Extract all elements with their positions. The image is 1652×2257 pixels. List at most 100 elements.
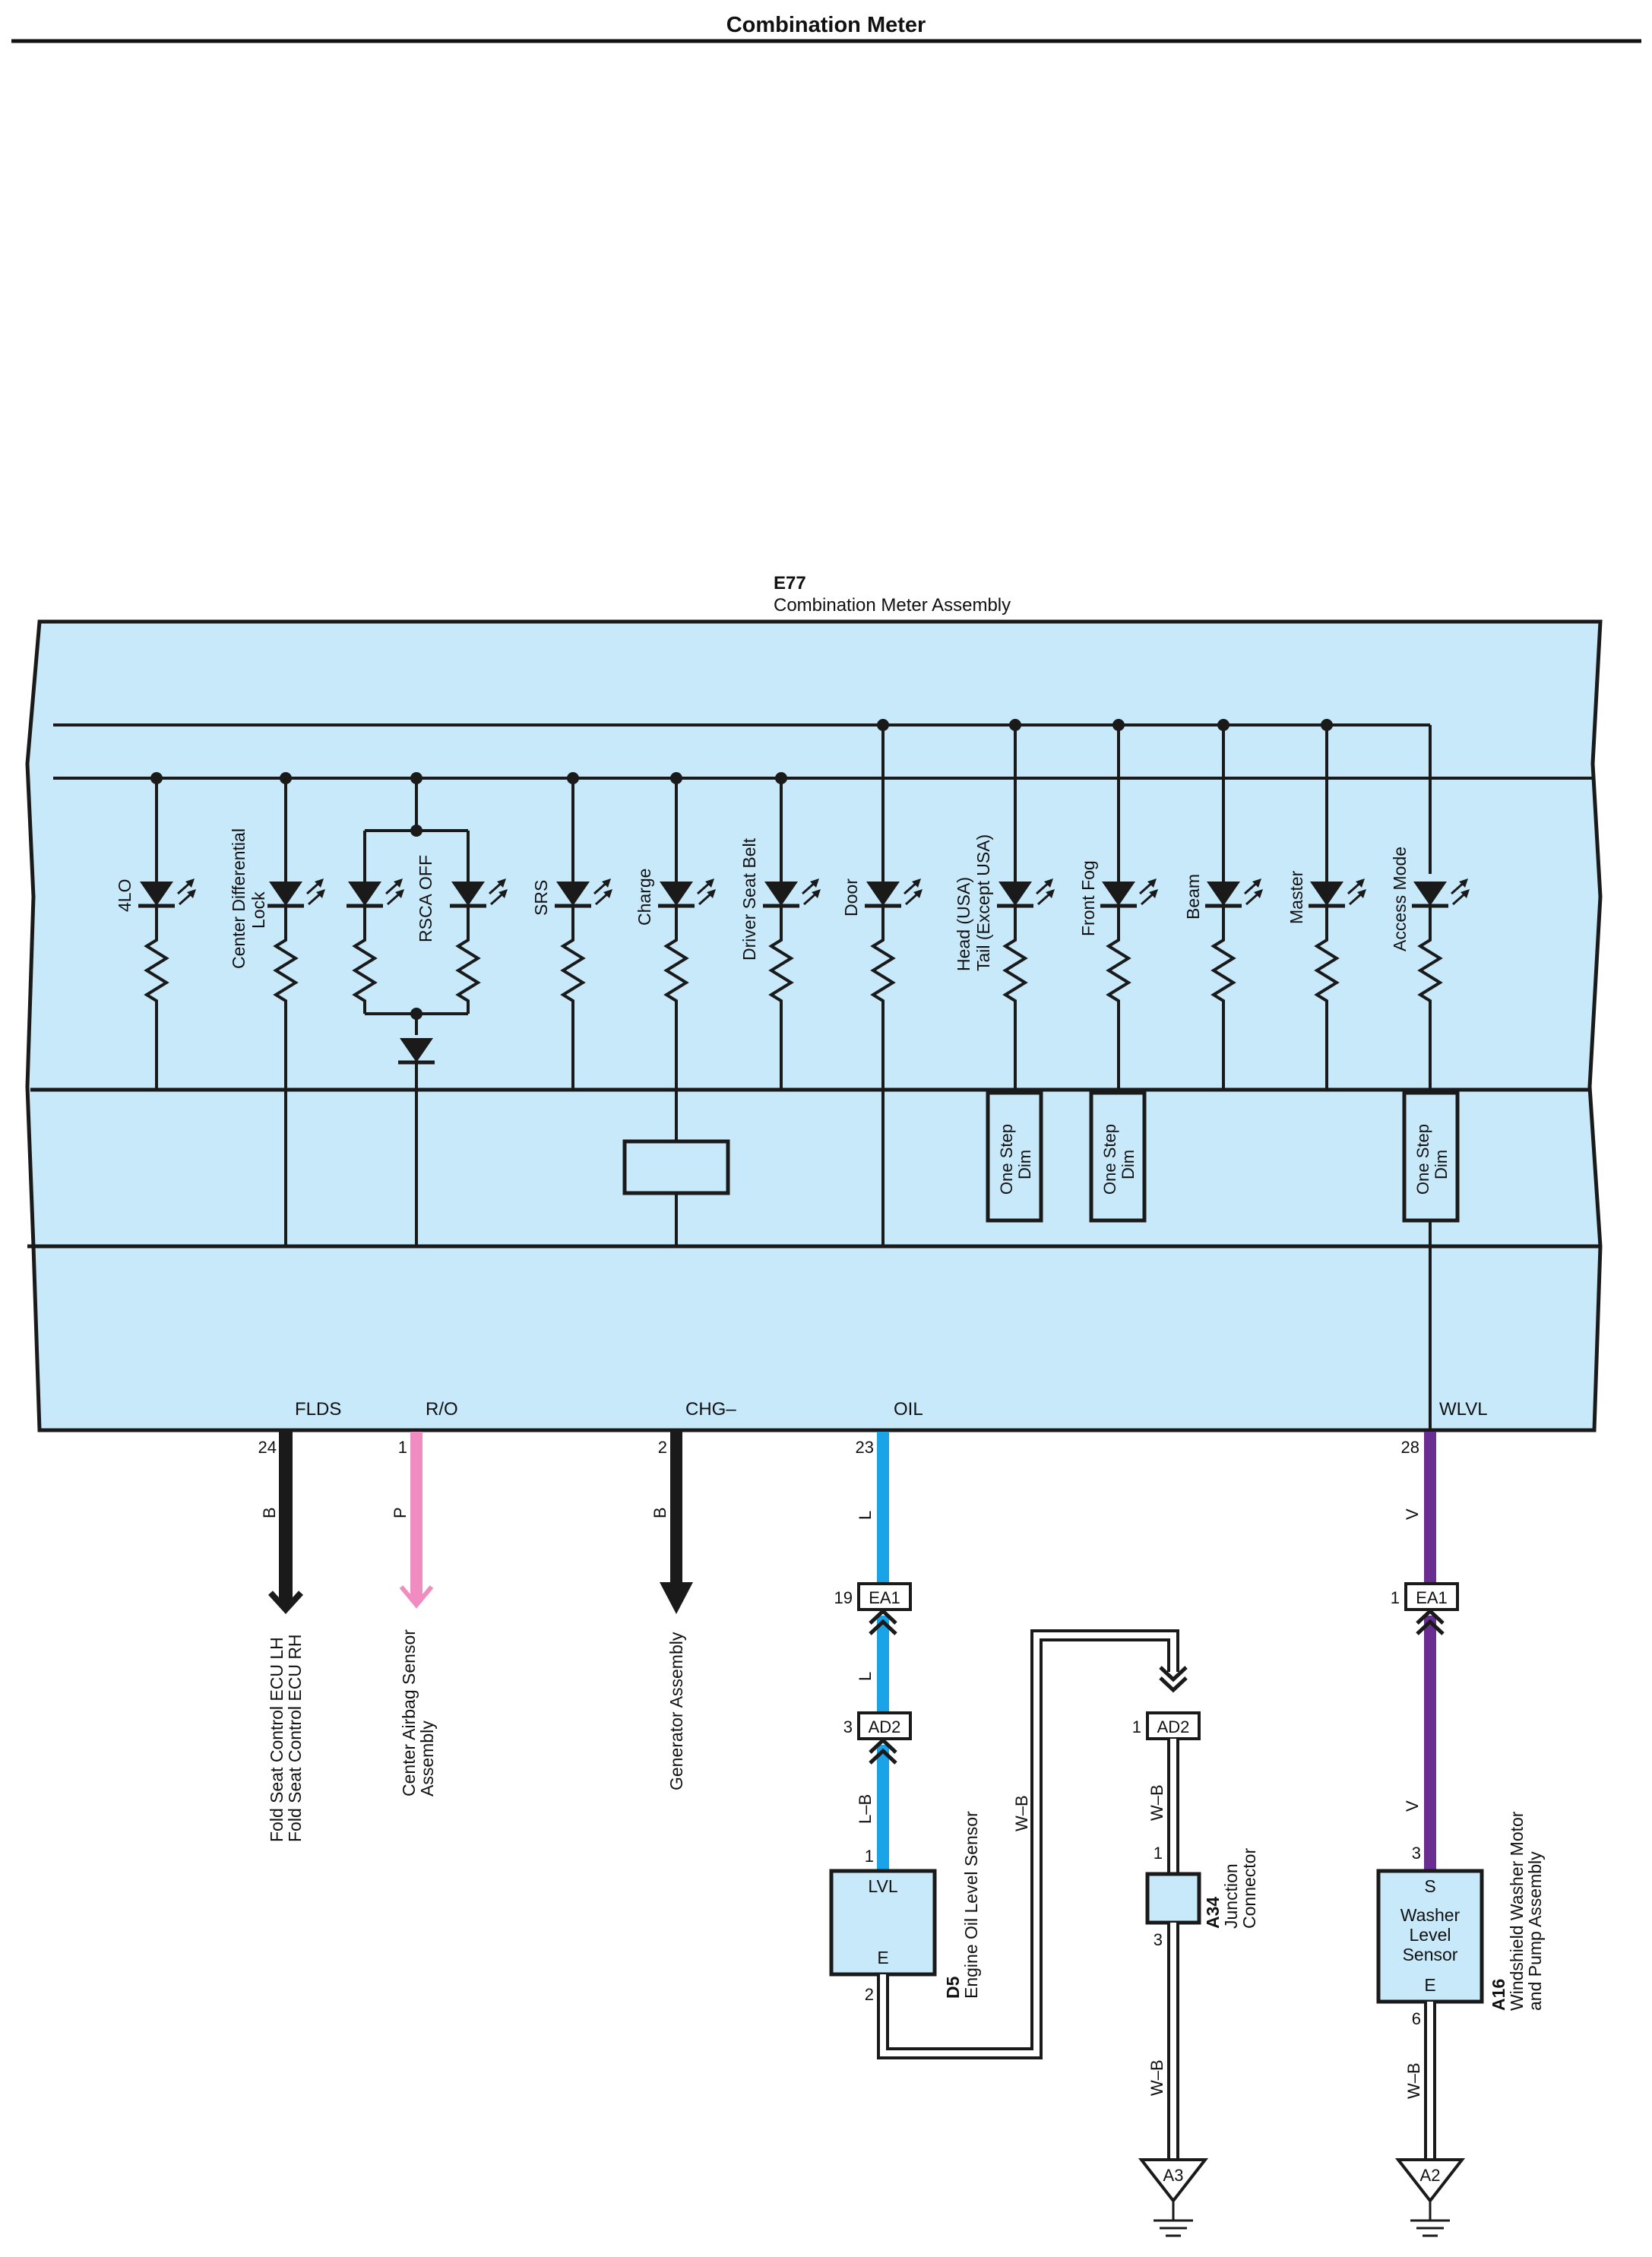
pin-ro: 1 [398, 1438, 407, 1457]
indicator-front-fog: Front Fog [1078, 719, 1158, 1090]
a16-term-e: E [1424, 1975, 1435, 1995]
meter-panel [25, 619, 1603, 1432]
label-seatbelt: Driver Seat Belt [739, 837, 759, 961]
wire-color-wb-3: W–B [1147, 2059, 1166, 2096]
wire-color-oil: L [856, 1511, 875, 1520]
svg-text:Dim: Dim [1015, 1150, 1034, 1179]
a34-name-2: Connector [1239, 1848, 1259, 1929]
svg-text:Level: Level [1410, 1925, 1451, 1945]
d5-term-lvl: LVL [868, 1876, 897, 1896]
wire-color-oil-2: L [856, 1672, 875, 1681]
label-center-diff-2: Lock [248, 891, 268, 929]
meter-name: Combination Meter Assembly [774, 595, 1011, 616]
label-beam: Beam [1183, 874, 1203, 920]
sensor-a16: S Washer Level Sensor E 6 A16 Windshield… [1376, 1811, 1545, 2164]
wire-color-wb-2: W–B [1147, 1784, 1166, 1821]
label-access-mode: Access Mode [1390, 847, 1410, 951]
sensor-d5: LVL E 2 D5 Engine Oil Level Sensor [829, 1811, 981, 2004]
dest-generator: Generator Assembly [666, 1632, 686, 1790]
wire-wb-loop: W–B [877, 1629, 1186, 2059]
svg-text:EA1: EA1 [869, 1588, 900, 1607]
indicator-4lo: 4LO [115, 772, 196, 1090]
a34-pin-top: 1 [1154, 1844, 1163, 1863]
indicator-access-mode: Access Mode [1390, 847, 1470, 1094]
meter-id: E77 [774, 573, 806, 594]
wire-color-wb-4: W–B [1404, 2062, 1423, 2099]
dim-box-fog: One Step Dim [1089, 1091, 1147, 1223]
connector-ea1-wlvl [1404, 1582, 1459, 1611]
svg-text:1: 1 [865, 1847, 874, 1866]
svg-text:Sensor: Sensor [1403, 1945, 1458, 1964]
label-tail-except-usa: Tail (Except USA) [973, 834, 993, 971]
svg-text:AD2: AD2 [869, 1717, 901, 1736]
a16-id: A16 [1489, 1979, 1508, 2011]
svg-text:Washer: Washer [1400, 1905, 1461, 1925]
terminal-flds: FLDS [295, 1399, 341, 1420]
indicator-rsca-off: RSCA OFF [347, 772, 508, 1246]
label-rsca-off: RSCA OFF [416, 855, 435, 942]
wire-color-wlvl-2: V [1403, 1800, 1422, 1812]
charge-relay-box [622, 1139, 730, 1195]
svg-text:One Step: One Step [1413, 1124, 1432, 1195]
a34-name-1: Junction [1221, 1863, 1241, 1929]
svg-text:EA1: EA1 [1416, 1588, 1448, 1607]
a34-id: A34 [1203, 1897, 1223, 1929]
wire-wlvl: V EA1 1 V 3 [1391, 1432, 1459, 1871]
label-master: Master [1286, 870, 1306, 924]
a16-name-1: Windshield Washer Motor [1507, 1811, 1527, 2011]
label-front-fog: Front Fog [1078, 860, 1098, 936]
label-head-usa: Head (USA) [954, 877, 973, 971]
ground-a3: A3 [1138, 2158, 1209, 2237]
pin-ad2-oil: 3 [843, 1717, 853, 1736]
pin-flds: 24 [258, 1438, 277, 1457]
indicator-charge: Charge [622, 772, 730, 1246]
indicator-master: Master [1286, 719, 1366, 1090]
svg-text:One Step: One Step [997, 1124, 1016, 1195]
pin-oil: 23 [856, 1438, 874, 1457]
dest-airbag-1: Center Airbag Sensor [399, 1629, 419, 1796]
indicator-head-tail: Head (USA) Tail (Except USA) [954, 719, 1055, 1090]
wire-color-wlvl: V [1403, 1508, 1422, 1520]
a34-pin-bottom: 3 [1154, 1930, 1163, 1949]
dim-box-head: One Step Dim [986, 1091, 1043, 1223]
pin-wlvl: 28 [1401, 1438, 1419, 1457]
pin-ea1-oil: 19 [834, 1588, 853, 1607]
page-title: Combination Meter [726, 13, 926, 37]
svg-text:Dim: Dim [1119, 1150, 1138, 1179]
d5-name: Engine Oil Level Sensor [961, 1811, 981, 1999]
a16-pin-top: 3 [1412, 1844, 1421, 1863]
pin-ea1-wlvl: 1 [1391, 1588, 1400, 1607]
connector-ad2-right [1146, 1711, 1201, 1740]
label-door: Door [841, 878, 861, 916]
dim-box-access: One Step Dim [1402, 1091, 1460, 1430]
label-srs: SRS [531, 880, 551, 916]
svg-text:One Step: One Step [1100, 1124, 1119, 1195]
d5-term-e: E [877, 1948, 888, 1967]
svg-text:AD2: AD2 [1157, 1717, 1190, 1736]
terminal-chg: CHG– [685, 1399, 736, 1420]
dest-airbag-2: Assembly [417, 1720, 437, 1796]
a16-pin-bottom: 6 [1412, 2009, 1421, 2028]
label-center-diff-1: Center Differential [229, 828, 248, 969]
indicator-door: Door [841, 719, 923, 1246]
d5-id: D5 [943, 1976, 963, 1999]
indicator-seatbelt: Driver Seat Belt [739, 772, 821, 1090]
dest-flds-rh: Fold Seat Control ECU RH [285, 1634, 305, 1842]
pin-ad2-right: 1 [1132, 1717, 1141, 1736]
wire-oil: EA1 19 AD2 3 L L L–B 1 [834, 1432, 912, 1871]
indicator-center-diff: Center Differential Lock [229, 772, 325, 1246]
svg-text:Dim: Dim [1432, 1150, 1451, 1179]
ground-a3-label: A3 [1163, 2166, 1184, 2185]
dest-flds-lh: Fold Seat Control ECU LH [267, 1637, 286, 1842]
wire-flds: B Fold Seat Control ECU LH Fold Seat Con… [260, 1432, 305, 1842]
a16-name-2: and Pump Assembly [1525, 1851, 1545, 2011]
indicator-srs: SRS [531, 772, 612, 1090]
ground-a2-label: A2 [1420, 2166, 1441, 2185]
pin-chg: 2 [658, 1438, 667, 1457]
wire-color-ro: P [391, 1507, 410, 1518]
wire-color-oil-3: L–B [856, 1794, 875, 1824]
connector-ad2-oil [857, 1711, 912, 1740]
indicator-beam: Beam [1183, 719, 1263, 1090]
d5-pin-e: 2 [865, 1985, 874, 2004]
